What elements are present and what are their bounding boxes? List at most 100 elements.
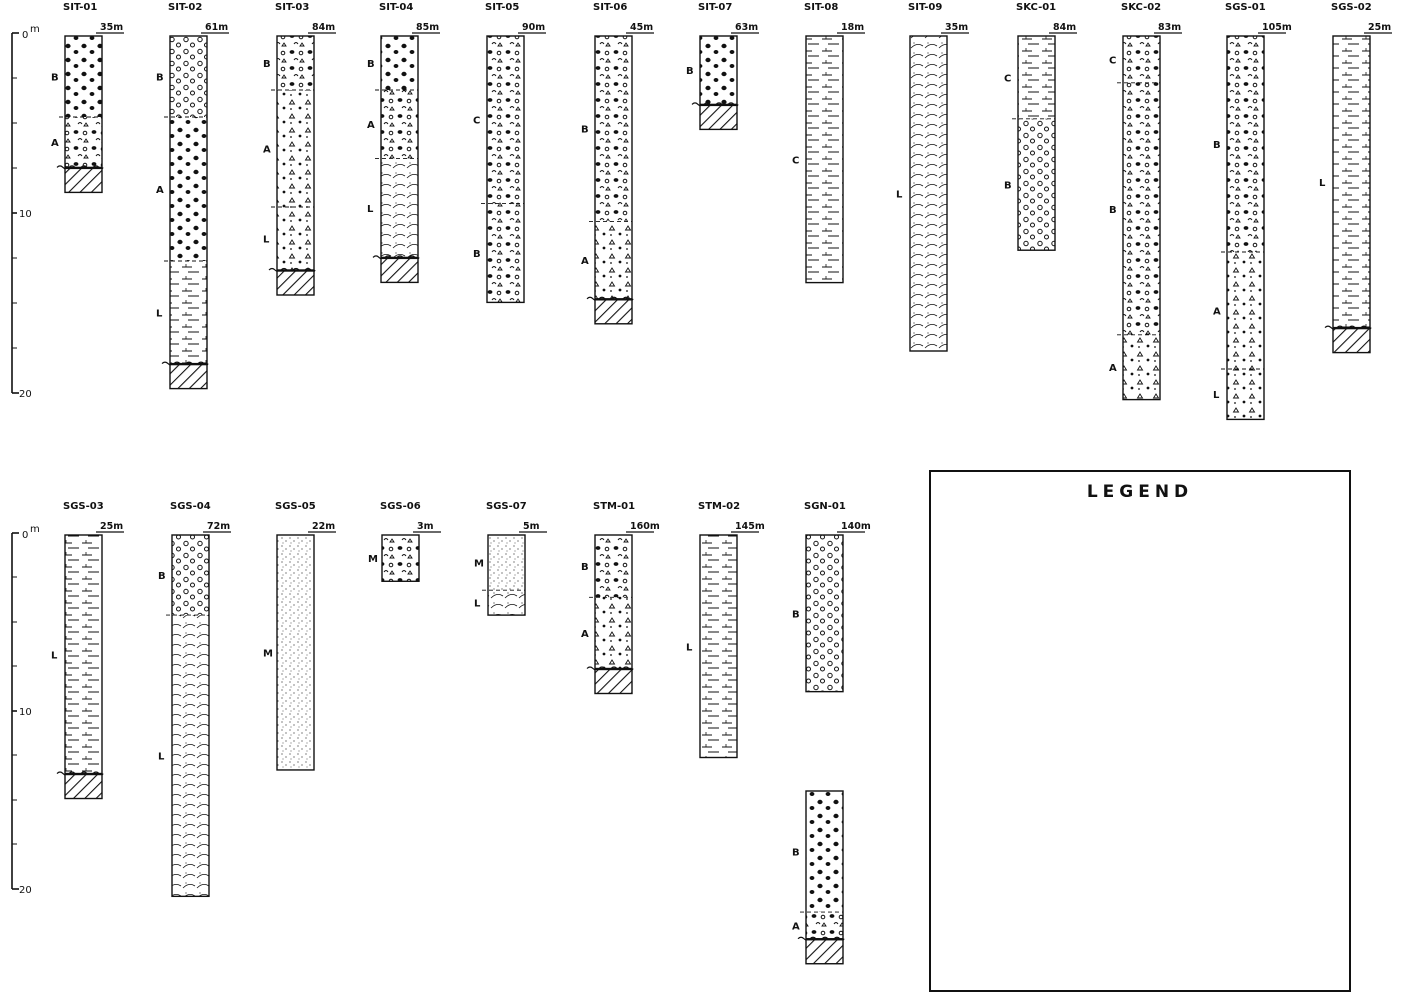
unit-letter: B [473,249,481,260]
column-name-label: SKC-01 [1016,2,1056,13]
column-outline [699,534,738,759]
basement-block [805,939,844,965]
column-outline [699,35,738,106]
unit-letter: L [1213,390,1220,401]
column-outline [1122,35,1161,401]
unit-l-block [1333,36,1370,328]
column-name-label: SGS-06 [380,501,421,512]
unit-c-block [1123,36,1160,83]
unit-letter: B [51,73,59,84]
unit-b-block [1123,82,1160,335]
altitude-label: 35m [100,22,123,33]
unit-b-block [595,535,632,598]
unit-letter: C [473,116,480,127]
unit-b-block [487,203,524,303]
unit-c-block [806,36,843,283]
unit-b-block [595,36,632,222]
unit-a-block [381,90,418,159]
unit-letter: B [1213,140,1221,151]
unit-letter: L [896,190,903,201]
unit-letter: A [51,138,59,149]
unit-letter: B [686,66,694,77]
scale-bottom-zero-label: 0 [22,530,28,541]
unit-letter: L [1319,178,1326,189]
unit-letter: B [1109,205,1117,216]
unit-l-block [488,590,525,616]
unit-letter: B [1004,181,1012,192]
altitude-label: 25m [100,521,123,532]
unit-letter: A [581,629,589,640]
unit-letter: C [1004,73,1011,84]
unit-b-block [381,36,418,90]
unit-m-block [277,535,314,770]
column-sgn-01-lower: BA [792,790,845,965]
column-outline [1226,35,1265,421]
column-outline [805,35,844,284]
altitude-label: 72m [207,521,230,532]
scale-bottom-tick-10: 10 [19,707,32,718]
column-name-label: SGN-01 [804,501,846,512]
column-name-label: SIT-05 [485,2,519,13]
altitude-label: 3m [417,521,434,532]
unit-letter: C [1109,55,1116,66]
column-skc-01: C B SKC-01 84m [1004,2,1077,251]
column-outline [64,35,103,169]
unit-letter: A [1109,363,1117,374]
basement-block [276,270,315,296]
unit-b-block [172,535,209,616]
unit-c-block [487,36,524,204]
unit-b-block [170,36,207,117]
columns-layer: BASIT-0135mBALSIT-0261mBALSIT-0384mBALSI… [51,2,1392,965]
column-name-label: STM-02 [698,501,740,512]
unit-letter: L [158,752,165,763]
basement-block [169,363,208,390]
unit-letter: A [367,120,375,131]
column-outline [805,534,844,693]
column-name-label: SIT-01 [63,2,97,13]
unit-m-block [488,535,525,591]
column-outline [1017,35,1056,251]
unit-a-block [595,221,632,299]
legend-box: LEGEND [929,470,1351,992]
unit-letter: B [792,848,800,859]
column-name-label: SGS-01 [1225,2,1266,13]
unit-a-block [595,597,632,669]
altitude-label: 5m [523,521,540,532]
column-outline [594,35,633,300]
column-outline [381,534,420,582]
altitude-label: 35m [945,22,968,33]
unit-c-block [1018,36,1055,119]
altitude-label: 45m [630,22,653,33]
unit-l-block [65,535,102,774]
column-outline [171,534,210,898]
unit-letter: B [158,571,166,582]
unit-letter: A [581,256,589,267]
scale-top-tick-10: 10 [19,209,32,220]
unit-l-block [381,158,418,258]
altitude-label: 18m [841,22,864,33]
basement-block [64,167,103,194]
unit-a-block [806,912,843,939]
altitude-label: 84m [1053,22,1076,33]
unit-l-block [277,207,314,270]
unit-letter: B [156,73,164,84]
unit-letter: B [792,609,800,620]
unit-letter: L [367,204,374,215]
altitude-label: 105m [1262,22,1292,33]
unit-letter: M [368,554,378,565]
altitude-label: 84m [312,22,335,33]
unit-letter: B [367,59,375,70]
unit-l-block [910,36,947,351]
